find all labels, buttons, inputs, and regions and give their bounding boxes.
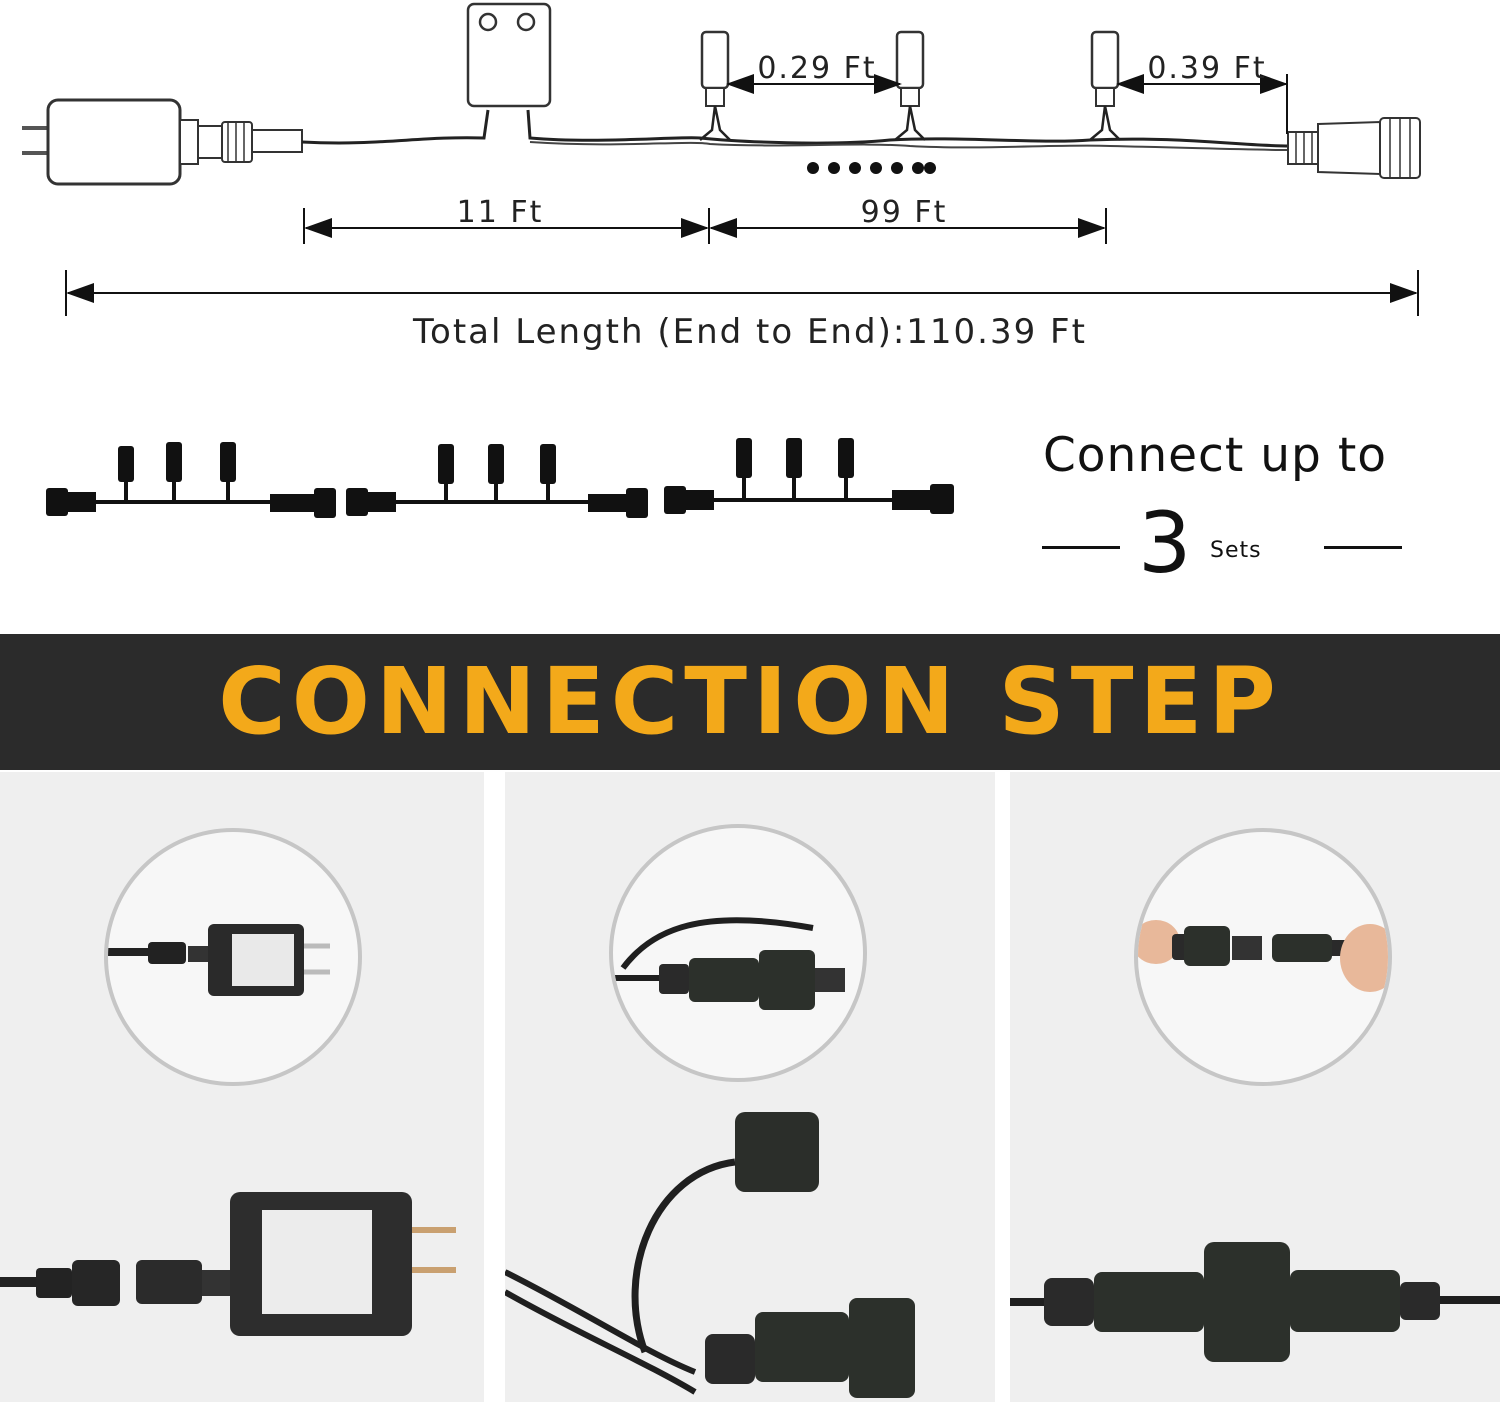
dimension-label-0-29: 0.29 Ft	[757, 51, 876, 86]
lead-wire	[301, 109, 490, 145]
connector-join-icon	[1138, 920, 1388, 992]
power-adapter-icon	[22, 98, 303, 186]
light-wire	[526, 109, 1291, 148]
step-1-zoom-circle	[104, 828, 362, 1086]
light-set-icon	[664, 438, 954, 514]
banner-title: CONNECTION STEP	[218, 648, 1282, 755]
total-length-label: Total Length (End to End):110.39 Ft	[412, 312, 1087, 352]
max-sets-unit: Sets	[1210, 538, 1262, 563]
dimension-label-0-39: 0.39 Ft	[1147, 51, 1266, 86]
joined-connectors-photo-icon	[1010, 1242, 1500, 1362]
bulb-icon	[699, 30, 731, 141]
bulb-icon	[894, 30, 926, 141]
divider-left	[1042, 546, 1120, 549]
max-sets-count: 3	[1138, 494, 1192, 592]
cap-connector-photo-icon	[505, 1112, 915, 1398]
power-adapter-connector-icon	[108, 924, 330, 996]
light-set-icon	[46, 442, 336, 518]
step-panel-2	[505, 772, 995, 1402]
bulb-icon	[1089, 30, 1121, 141]
string-light-dimension-diagram: 0.29 Ft 0.39 Ft 11 Ft 99 Ft Total Length…	[22, 2, 1421, 518]
divider-right	[1324, 546, 1402, 549]
power-adapter-photo-icon	[0, 1192, 456, 1336]
waterproof-cap-connector-icon	[613, 917, 845, 1010]
connection-step-banner: CONNECTION STEP	[0, 634, 1500, 770]
more-bulbs-dots-icon	[807, 162, 936, 174]
max-sets-indicator: 3 Sets	[1040, 494, 1410, 595]
end-connector-icon	[1287, 117, 1421, 179]
step-3-zoom-circle	[1134, 828, 1392, 1086]
dimension-label-99: 99 Ft	[861, 195, 948, 230]
step-2-zoom-circle	[609, 824, 867, 1082]
step-panel-3	[1010, 772, 1500, 1402]
controller-box-icon	[466, 2, 552, 108]
light-set-icon	[346, 444, 648, 518]
step-panel-1	[0, 772, 484, 1402]
dimension-label-11: 11 Ft	[457, 195, 544, 230]
connect-up-to-label: Connect up to	[1042, 428, 1388, 483]
